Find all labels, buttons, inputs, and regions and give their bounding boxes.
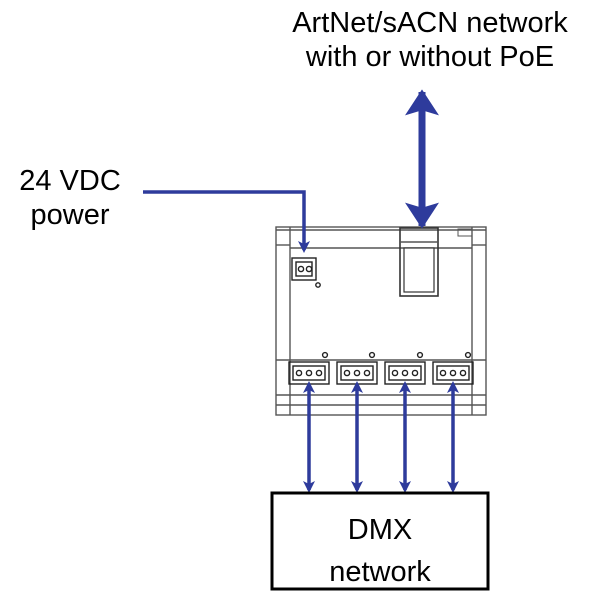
dmx-network-box xyxy=(270,491,490,591)
dmx-box-label-line-2: network xyxy=(329,556,431,588)
dmx-terminal-1 xyxy=(288,351,330,385)
power-connector xyxy=(291,257,321,288)
network-label-line-1: ArtNet/sACN network xyxy=(292,7,568,39)
dmx-terminal-2 xyxy=(336,351,378,385)
dmx-box-label: DMX network xyxy=(272,505,488,589)
power-label: 24 VDC power xyxy=(0,164,140,232)
power-label-line-1: 24 VDC xyxy=(19,165,121,197)
dmx-terminal-4 xyxy=(432,351,474,385)
power-arrow xyxy=(143,190,310,253)
dmx-box-label-line-1: DMX xyxy=(347,514,413,546)
network-label: ArtNet/sACN network with or without PoE xyxy=(250,6,590,74)
power-label-line-2: power xyxy=(30,199,110,231)
network-label-line-2: with or without PoE xyxy=(305,41,555,73)
dmx-terminal-3 xyxy=(384,351,426,385)
